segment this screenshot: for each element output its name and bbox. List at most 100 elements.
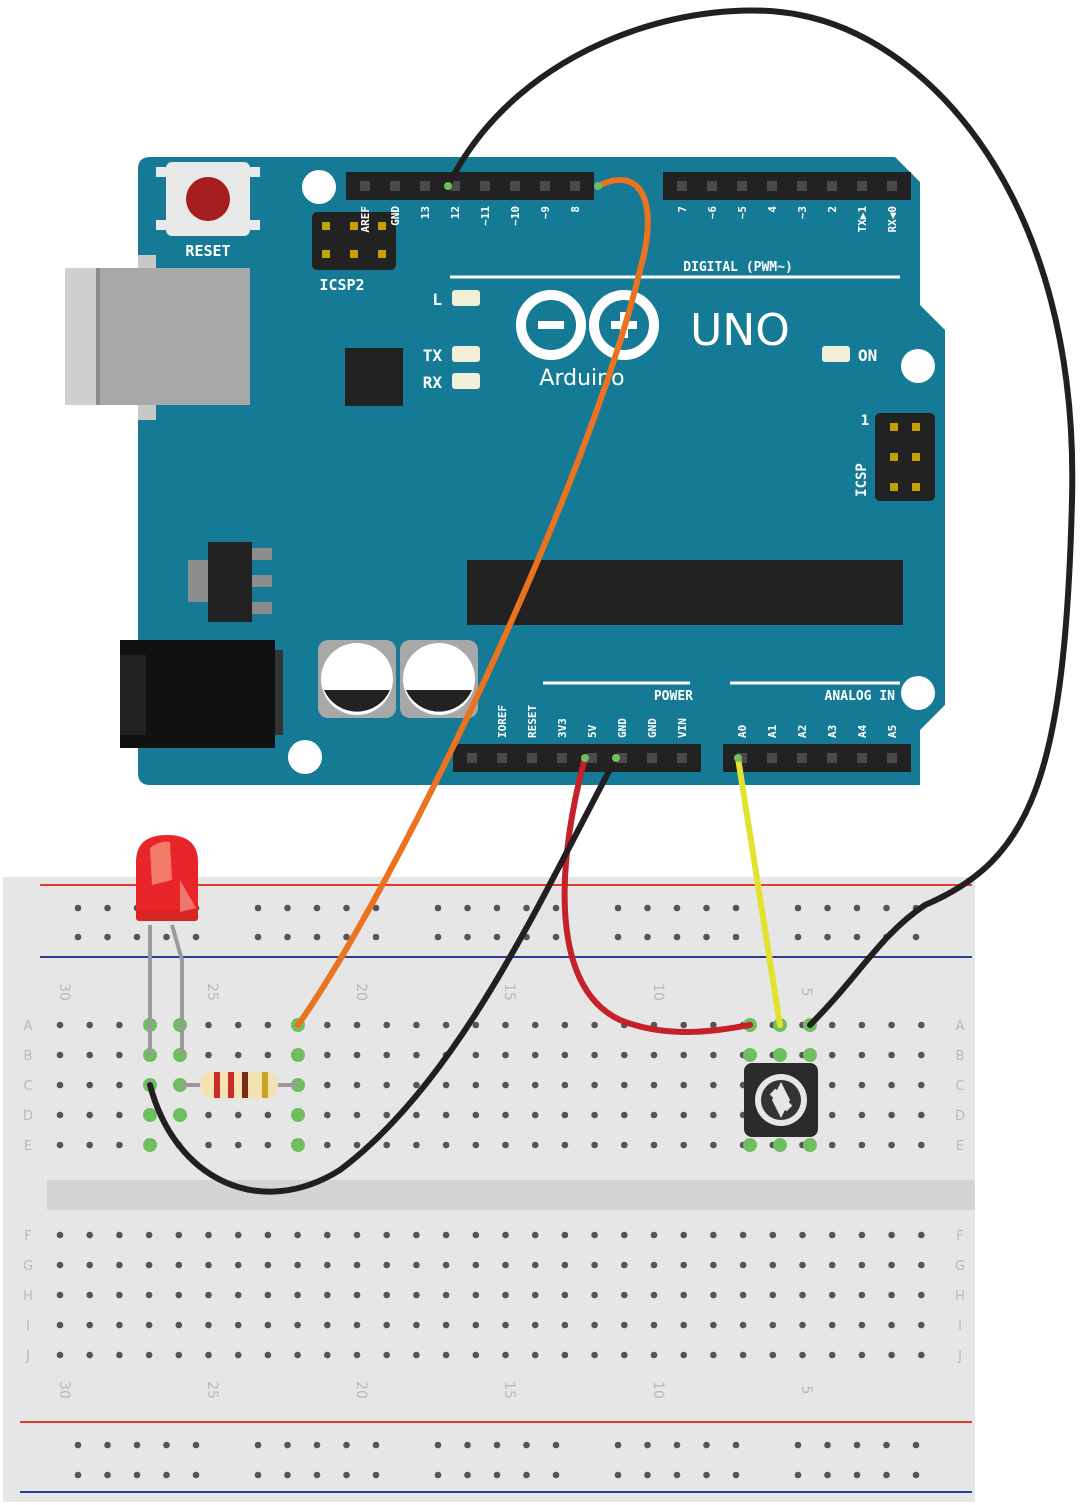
breadboard-hole xyxy=(531,1141,539,1149)
breadboard-hole xyxy=(264,1231,272,1239)
breadboard-hole xyxy=(591,1141,598,1149)
reset-button[interactable] xyxy=(156,162,260,236)
icsp2-header xyxy=(312,212,396,270)
breadboard-hole xyxy=(86,1291,93,1299)
breadboard-hole xyxy=(264,1111,272,1119)
row-letter: E xyxy=(24,1139,32,1154)
breadboard-hole xyxy=(116,1081,123,1089)
breadboard-hole xyxy=(234,1021,242,1029)
breadboard-hole xyxy=(591,1321,598,1329)
breadboard-hole xyxy=(284,1441,291,1449)
breadboard-hole xyxy=(621,1081,628,1089)
breadboard-hole xyxy=(561,1261,569,1269)
row-letter: D xyxy=(955,1109,965,1124)
wire-red-5v-to-pot xyxy=(561,755,753,1035)
breadboard-hole xyxy=(888,1321,895,1329)
breadboard-hole xyxy=(294,1291,301,1299)
breadboard-hole xyxy=(264,1261,272,1269)
breadboard-hole xyxy=(828,1081,836,1089)
breadboard-hole xyxy=(472,1351,480,1359)
breadboard-hole xyxy=(918,1051,925,1059)
pin-label: A3 xyxy=(826,725,839,738)
breadboard-hole xyxy=(254,933,262,941)
breadboard-hole xyxy=(284,933,291,941)
header-pin xyxy=(497,753,507,763)
breadboard-hole xyxy=(591,1081,598,1089)
breadboard-hole xyxy=(561,1141,569,1149)
breadboard-hole xyxy=(621,1111,628,1119)
pin-label: GND xyxy=(389,206,402,226)
breadboard-hole xyxy=(442,1111,450,1119)
breadboard-hole xyxy=(74,1441,82,1449)
breadboard-hole xyxy=(86,1111,93,1119)
icsp-header xyxy=(875,413,935,501)
breadboard-hole xyxy=(294,1231,301,1239)
breadboard-hole xyxy=(133,1441,141,1449)
breadboard-hole xyxy=(853,904,861,912)
breadboard-hole xyxy=(372,904,380,912)
breadboard-hole xyxy=(192,933,200,941)
breadboard-hole xyxy=(732,933,740,941)
breadboard-hole xyxy=(434,1441,442,1449)
breadboard-hole xyxy=(824,1471,831,1479)
header-pin xyxy=(707,181,717,191)
breadboard-hole xyxy=(472,1111,480,1119)
breadboard-hole xyxy=(858,1261,866,1269)
pin-label: 12 xyxy=(449,206,462,219)
header-pin xyxy=(450,181,460,191)
header-pin xyxy=(797,753,807,763)
breadboard-hole xyxy=(343,904,350,912)
breadboard-hole xyxy=(858,1141,866,1149)
breadboard-hole xyxy=(86,1231,93,1239)
breadboard-hole xyxy=(888,1021,895,1029)
breadboard-hole xyxy=(621,1141,628,1149)
header-pin xyxy=(390,181,400,191)
breadboard-hole xyxy=(324,1351,331,1359)
breadboard-hole xyxy=(918,1261,925,1269)
pin-label: 4 xyxy=(766,206,779,213)
header-pin xyxy=(857,181,867,191)
breadboard-hole xyxy=(858,1021,866,1029)
breadboard-hole xyxy=(531,1051,539,1059)
breadboard-hole xyxy=(205,1111,212,1119)
breadboard-hole xyxy=(116,1351,123,1359)
breadboard-hole xyxy=(442,1291,450,1299)
breadboard-hole xyxy=(324,1051,331,1059)
rx-led xyxy=(452,373,480,389)
pin-label: RESET xyxy=(526,705,539,738)
breadboard-hole xyxy=(163,1471,170,1479)
breadboard-hole xyxy=(591,1051,598,1059)
tx-label: TX xyxy=(423,346,443,365)
wire-orange-pin9-to-resistor xyxy=(295,177,651,1028)
breadboard-hole xyxy=(353,1291,361,1299)
breadboard-hole xyxy=(858,1231,866,1239)
breadboard-hole xyxy=(888,1231,895,1239)
breadboard-hole xyxy=(324,1321,331,1329)
breadboard-hole xyxy=(710,1081,717,1089)
breadboard-hole xyxy=(531,1261,539,1269)
pin-label: IOREF xyxy=(496,705,509,738)
board-pcb xyxy=(138,157,945,785)
header-pin xyxy=(767,753,777,763)
header-pin xyxy=(467,753,477,763)
wire-yellow-a0-to-pot xyxy=(735,755,783,1028)
header-pin xyxy=(557,753,567,763)
breadboard-hole xyxy=(673,1471,681,1479)
breadboard-hole xyxy=(502,1321,509,1329)
breadboard-hole xyxy=(74,904,82,912)
breadboard-hole xyxy=(284,904,291,912)
header-pin xyxy=(360,181,370,191)
breadboard-hole xyxy=(205,1231,212,1239)
breadboard-hole xyxy=(769,1351,777,1359)
breadboard-hole xyxy=(703,1471,710,1479)
pin-label: 7 xyxy=(676,206,689,213)
pin-label: A1 xyxy=(766,724,779,738)
row-letter: H xyxy=(23,1289,33,1304)
breadboard-hole xyxy=(732,1441,740,1449)
column-number: 5 xyxy=(798,988,814,997)
mounting-hole xyxy=(901,349,935,383)
row-letter: C xyxy=(23,1079,32,1094)
